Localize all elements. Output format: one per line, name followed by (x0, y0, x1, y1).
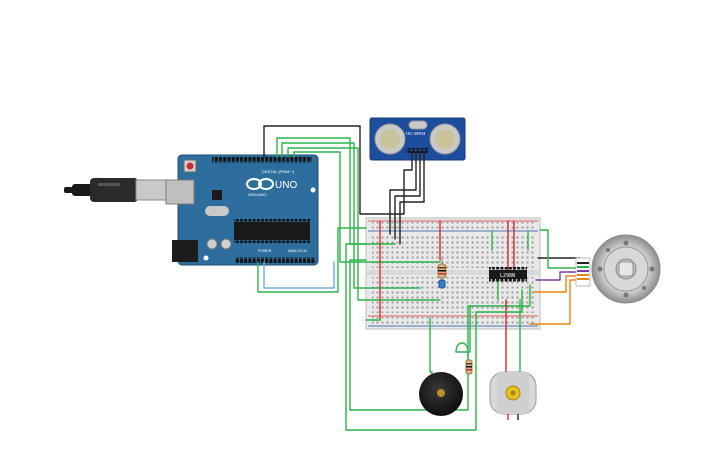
buzzer-resistor[interactable] (465, 359, 473, 375)
capacitor[interactable] (438, 279, 446, 289)
sensor-model-label: HC-SR04 (406, 131, 426, 136)
usb-cable[interactable] (64, 178, 171, 202)
dc-motor[interactable] (489, 371, 537, 420)
ultrasonic-sensor[interactable]: HC-SR04 (369, 117, 466, 161)
arduino-logo-icon (246, 178, 274, 190)
stepper-motor[interactable] (575, 234, 661, 304)
resistor[interactable] (437, 258, 447, 282)
board-brand-label: ARDUINO (248, 192, 266, 197)
reset-button-icon[interactable] (186, 162, 194, 170)
driver-chip-label: L298N (500, 273, 515, 279)
motor-driver-chip[interactable]: L298N (489, 267, 527, 282)
board-model-label: UNO (275, 180, 297, 191)
piezo-buzzer[interactable] (419, 342, 469, 416)
wires (257, 125, 581, 431)
arduino-uno-board[interactable]: UNO ARDUINO DIGITAL (PWM ~) POWER ANALOG… (165, 154, 319, 266)
analog-header-label: ANALOG IN (288, 249, 308, 253)
power-header-label: POWER (258, 249, 272, 253)
digital-header-label: DIGITAL (PWM ~) (262, 169, 295, 174)
